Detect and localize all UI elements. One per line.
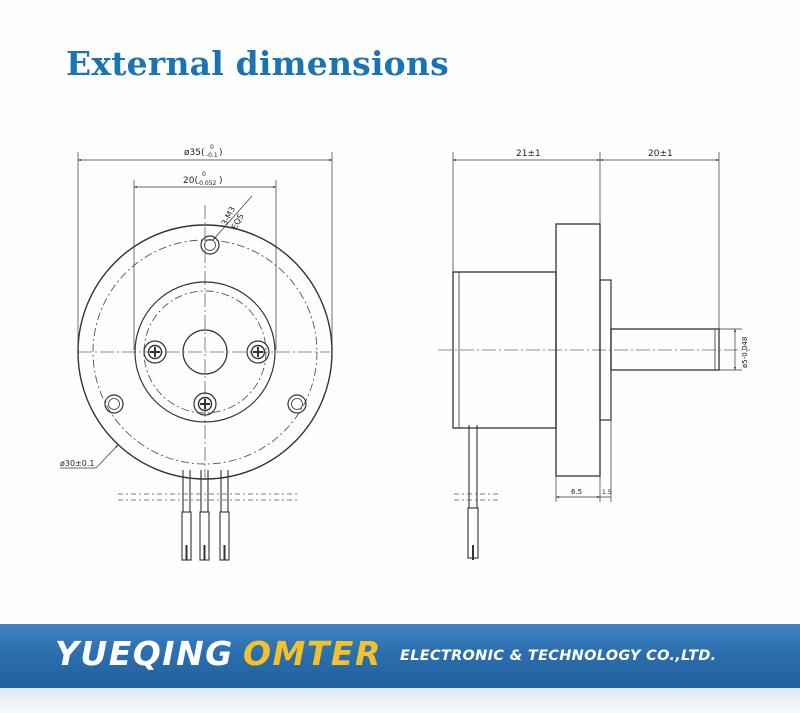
boss-outer-circle	[134, 281, 276, 423]
dim-pcd-text: ø30±0.1	[60, 459, 95, 468]
front-dim-texts: ø35( 0 -0.1 ) 20( 0 -0.052 ) 3-M3 EQS ø3…	[60, 144, 245, 468]
technical-drawing: ø35( 0 -0.1 ) 20( 0 -0.052 ) 3-M3 EQS ø3…	[60, 144, 750, 561]
flange-hole	[200, 235, 220, 255]
motor-shaft	[610, 328, 720, 371]
side-wire-break-lines	[454, 493, 500, 501]
pcd-circle	[92, 239, 318, 465]
dim-shaft-text: 20±1	[648, 149, 673, 159]
side-lead-wire	[467, 425, 479, 560]
dim-inner-tol-bot: -0.052	[197, 180, 217, 187]
dim-inner-text: 20(	[183, 176, 198, 186]
hub-circle	[182, 329, 228, 375]
side-view	[438, 152, 750, 560]
dim-outer-tol-top: 0	[210, 144, 214, 151]
dim-outer-close: )	[219, 148, 223, 158]
screw-head	[193, 392, 217, 416]
dim-shaft-dia-text: ø5-0.048	[741, 337, 749, 368]
screw-head	[246, 340, 270, 364]
hole-leader	[212, 195, 253, 241]
company-name: ELECTRONIC & TECHNOLOGY CO.,LTD.	[400, 648, 717, 664]
dim-outer-tol-bot: -0.1	[206, 152, 218, 159]
flange-hole	[287, 394, 307, 414]
dim-outer-text: ø35(	[184, 148, 204, 158]
brand-name-omter: OMTER	[243, 634, 382, 673]
wire-break-lines	[118, 493, 300, 501]
banner-bottom-strip	[0, 688, 800, 713]
lead-wires	[181, 470, 230, 561]
dim-inner-close: )	[219, 176, 223, 186]
boss-pcd-circle	[143, 290, 267, 414]
dim-flange-text: 6.5	[571, 488, 582, 496]
side-dim-texts: 21±1 20±1 ø5-0.048 6.5 1.5	[516, 149, 749, 496]
dim-inner-tol-top: 0	[202, 171, 206, 178]
brand-name-yueqing: YUEQING	[55, 634, 234, 673]
dim-step-text: 1.5	[602, 489, 612, 496]
brand-banner	[0, 624, 800, 688]
dim-body-text: 21±1	[516, 149, 541, 159]
front-view	[60, 152, 333, 561]
page-title: External dimensions	[66, 44, 449, 83]
screw-head	[143, 340, 167, 364]
flange-hole	[104, 394, 124, 414]
